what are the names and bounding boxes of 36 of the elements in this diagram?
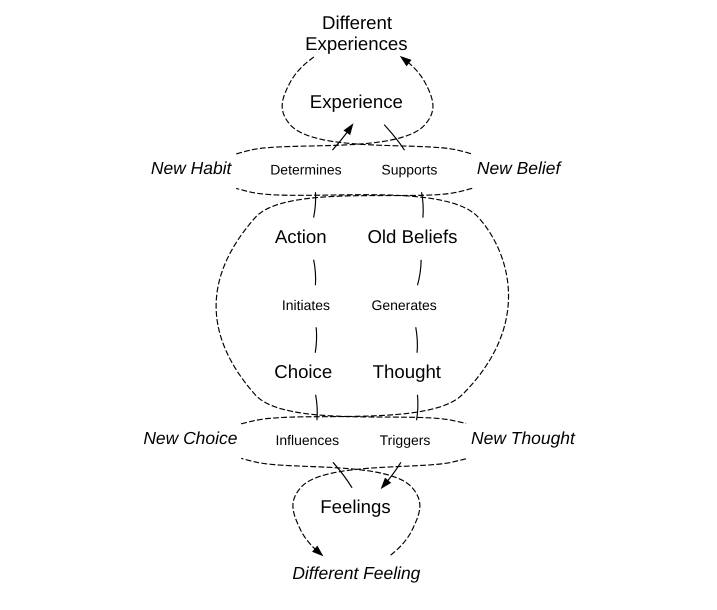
- node-text: New Thought: [470, 428, 574, 448]
- node-text: Triggers: [379, 432, 430, 448]
- connector: [312, 192, 316, 218]
- connector: [240, 458, 420, 556]
- node-text: Choice: [274, 361, 332, 382]
- node-text: Thought: [372, 361, 440, 382]
- node-text: Influences: [274, 432, 339, 448]
- node-text: Generates: [371, 296, 436, 313]
- node-text: Different Feeling: [292, 563, 420, 584]
- node-text: New Belief: [476, 158, 560, 178]
- connector: [281, 56, 472, 155]
- node-text: Experience: [309, 91, 402, 112]
- node-text: Old Beliefs: [366, 226, 457, 248]
- connector: [420, 192, 424, 218]
- arrow: [236, 56, 433, 155]
- connector: [416, 260, 422, 286]
- connector: [312, 260, 316, 286]
- node-text: Feelings: [320, 496, 390, 518]
- node-text: New Habit: [150, 158, 231, 178]
- connector: [236, 188, 508, 424]
- arrow: [292, 458, 466, 556]
- connector: [415, 394, 418, 420]
- connector: [314, 327, 317, 353]
- connector: [383, 124, 405, 150]
- arrow: [380, 462, 401, 490]
- node-text: New Choice: [142, 428, 237, 448]
- node-text: Different Experiences: [304, 12, 408, 54]
- node-text: Action: [274, 226, 326, 248]
- connector: [314, 394, 318, 420]
- connector: [332, 462, 352, 488]
- node-text: Determines: [270, 162, 342, 178]
- node-text: Initiates: [281, 296, 330, 313]
- node-text: Supports: [380, 162, 437, 178]
- arrow: [331, 123, 353, 151]
- connector: [414, 327, 418, 353]
- connector: [215, 188, 472, 424]
